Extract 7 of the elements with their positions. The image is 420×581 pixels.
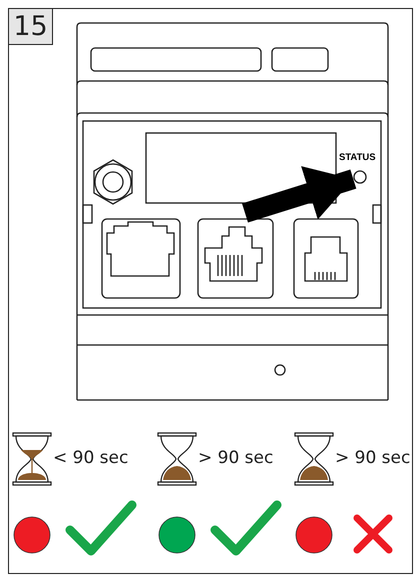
duration-label: > 90 sec: [335, 447, 410, 470]
duration-label: < 90 sec: [53, 447, 128, 470]
pointer-arrow: [242, 166, 356, 223]
status-led: [353, 170, 367, 184]
duration-label: > 90 sec: [198, 447, 274, 470]
led-label: STATUS: [339, 153, 376, 162]
step-number: 15: [8, 8, 53, 45]
